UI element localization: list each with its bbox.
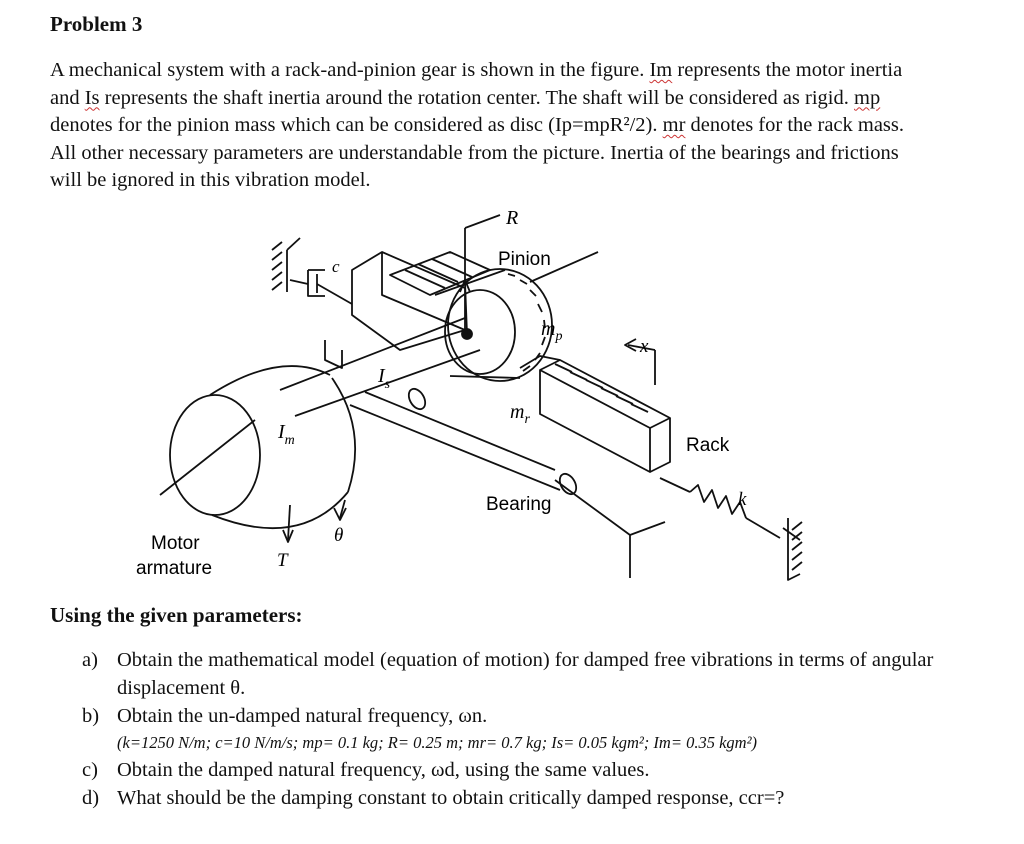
rack-label: Rack bbox=[686, 435, 730, 456]
section-heading: Using the given parameters: bbox=[50, 603, 303, 627]
question-b-label: b) bbox=[82, 705, 100, 727]
pinion-mass-symbol: m bbox=[541, 318, 555, 340]
question-list: a) Obtain the mathematical model (equati… bbox=[82, 646, 942, 812]
pinion-mass-subscript: p bbox=[554, 329, 562, 344]
intro-part-2: represents the motor inertia and bbox=[50, 59, 903, 109]
support-bracket bbox=[324, 251, 466, 369]
shaft-inertia-subscript: s bbox=[385, 377, 391, 392]
question-b: b) Obtain the un-damped natural frequenc… bbox=[82, 702, 942, 730]
x-label: x bbox=[639, 336, 649, 357]
intro-im-symbol: Im bbox=[649, 59, 673, 81]
question-d-label: d) bbox=[82, 787, 100, 809]
rack-mass-subscript: r bbox=[524, 412, 530, 427]
problem-intro: A mechanical system with a rack-and-pini… bbox=[50, 57, 930, 195]
armature-label: armature bbox=[136, 558, 212, 579]
torque-label: T bbox=[277, 550, 289, 571]
radius-label: R bbox=[505, 207, 518, 229]
damper bbox=[289, 269, 353, 305]
damper-ground bbox=[271, 237, 301, 292]
pinion-leader bbox=[529, 251, 599, 283]
question-a-label: a) bbox=[82, 649, 98, 671]
intro-is-symbol: Is bbox=[84, 86, 100, 109]
radius-indicator bbox=[459, 214, 501, 335]
intro-part-5: denotes for the rack mass. All other nec… bbox=[50, 114, 905, 192]
problem-title: Problem 3 bbox=[50, 12, 143, 36]
shaft-inertia-label: Is bbox=[377, 365, 391, 392]
rack-mass-label: mr bbox=[510, 401, 530, 427]
spring-label: k bbox=[738, 489, 747, 510]
motor-inertia-label: Im bbox=[277, 421, 295, 448]
question-a-text: Obtain the mathematical model (equation … bbox=[117, 649, 934, 699]
rack-mass-symbol: m bbox=[510, 401, 524, 423]
intro-mp-symbol: mp bbox=[854, 86, 881, 109]
rack-teeth-upper bbox=[389, 251, 491, 296]
motor-label: Motor bbox=[151, 533, 200, 554]
question-c: c) Obtain the damped natural frequency, … bbox=[82, 756, 942, 784]
spring-ground bbox=[782, 518, 803, 581]
shaft-inertia-symbol: I bbox=[377, 365, 386, 387]
question-a: a) Obtain the mathematical model (equati… bbox=[82, 646, 942, 702]
pinion-label: Pinion bbox=[498, 249, 551, 270]
motor-inertia-symbol: I bbox=[277, 421, 286, 443]
question-b-parameters: (k=1250 N/m; c=10 N/m/s; mp= 0.1 kg; R= … bbox=[117, 733, 758, 752]
pinion-mass-label: mp bbox=[541, 318, 562, 344]
spring bbox=[659, 477, 781, 539]
rack-pinion-figure: R Pinion mp x Is mr Im c Rack k Bearing … bbox=[136, 207, 803, 581]
question-c-text: Obtain the damped natural frequency, ωd,… bbox=[117, 759, 650, 781]
motor-shaft bbox=[279, 317, 481, 417]
motor-inertia-subscript: m bbox=[285, 433, 295, 448]
intro-part-3: represents the shaft inertia around the … bbox=[99, 86, 855, 109]
bearing-label: Bearing bbox=[486, 494, 552, 515]
intro-mr-symbol: mr bbox=[662, 114, 686, 137]
x-displacement-arrow bbox=[624, 338, 656, 385]
damper-label: c bbox=[332, 257, 340, 276]
question-d: d) What should be the damping constant t… bbox=[82, 784, 942, 812]
rack bbox=[519, 355, 671, 473]
question-c-label: c) bbox=[82, 759, 98, 781]
bearings bbox=[349, 387, 666, 578]
theta-arrow bbox=[333, 499, 347, 521]
question-b-text: Obtain the un-damped natural frequency, … bbox=[117, 705, 488, 727]
theta-label: θ bbox=[334, 525, 343, 546]
torque-arrow bbox=[282, 504, 294, 543]
question-d-text: What should be the damping constant to o… bbox=[117, 787, 785, 809]
intro-part-4: denotes for the pinion mass which can be… bbox=[50, 114, 663, 137]
intro-part-1: A mechanical system with a rack-and-pini… bbox=[50, 59, 650, 81]
motor-armature bbox=[159, 365, 357, 530]
